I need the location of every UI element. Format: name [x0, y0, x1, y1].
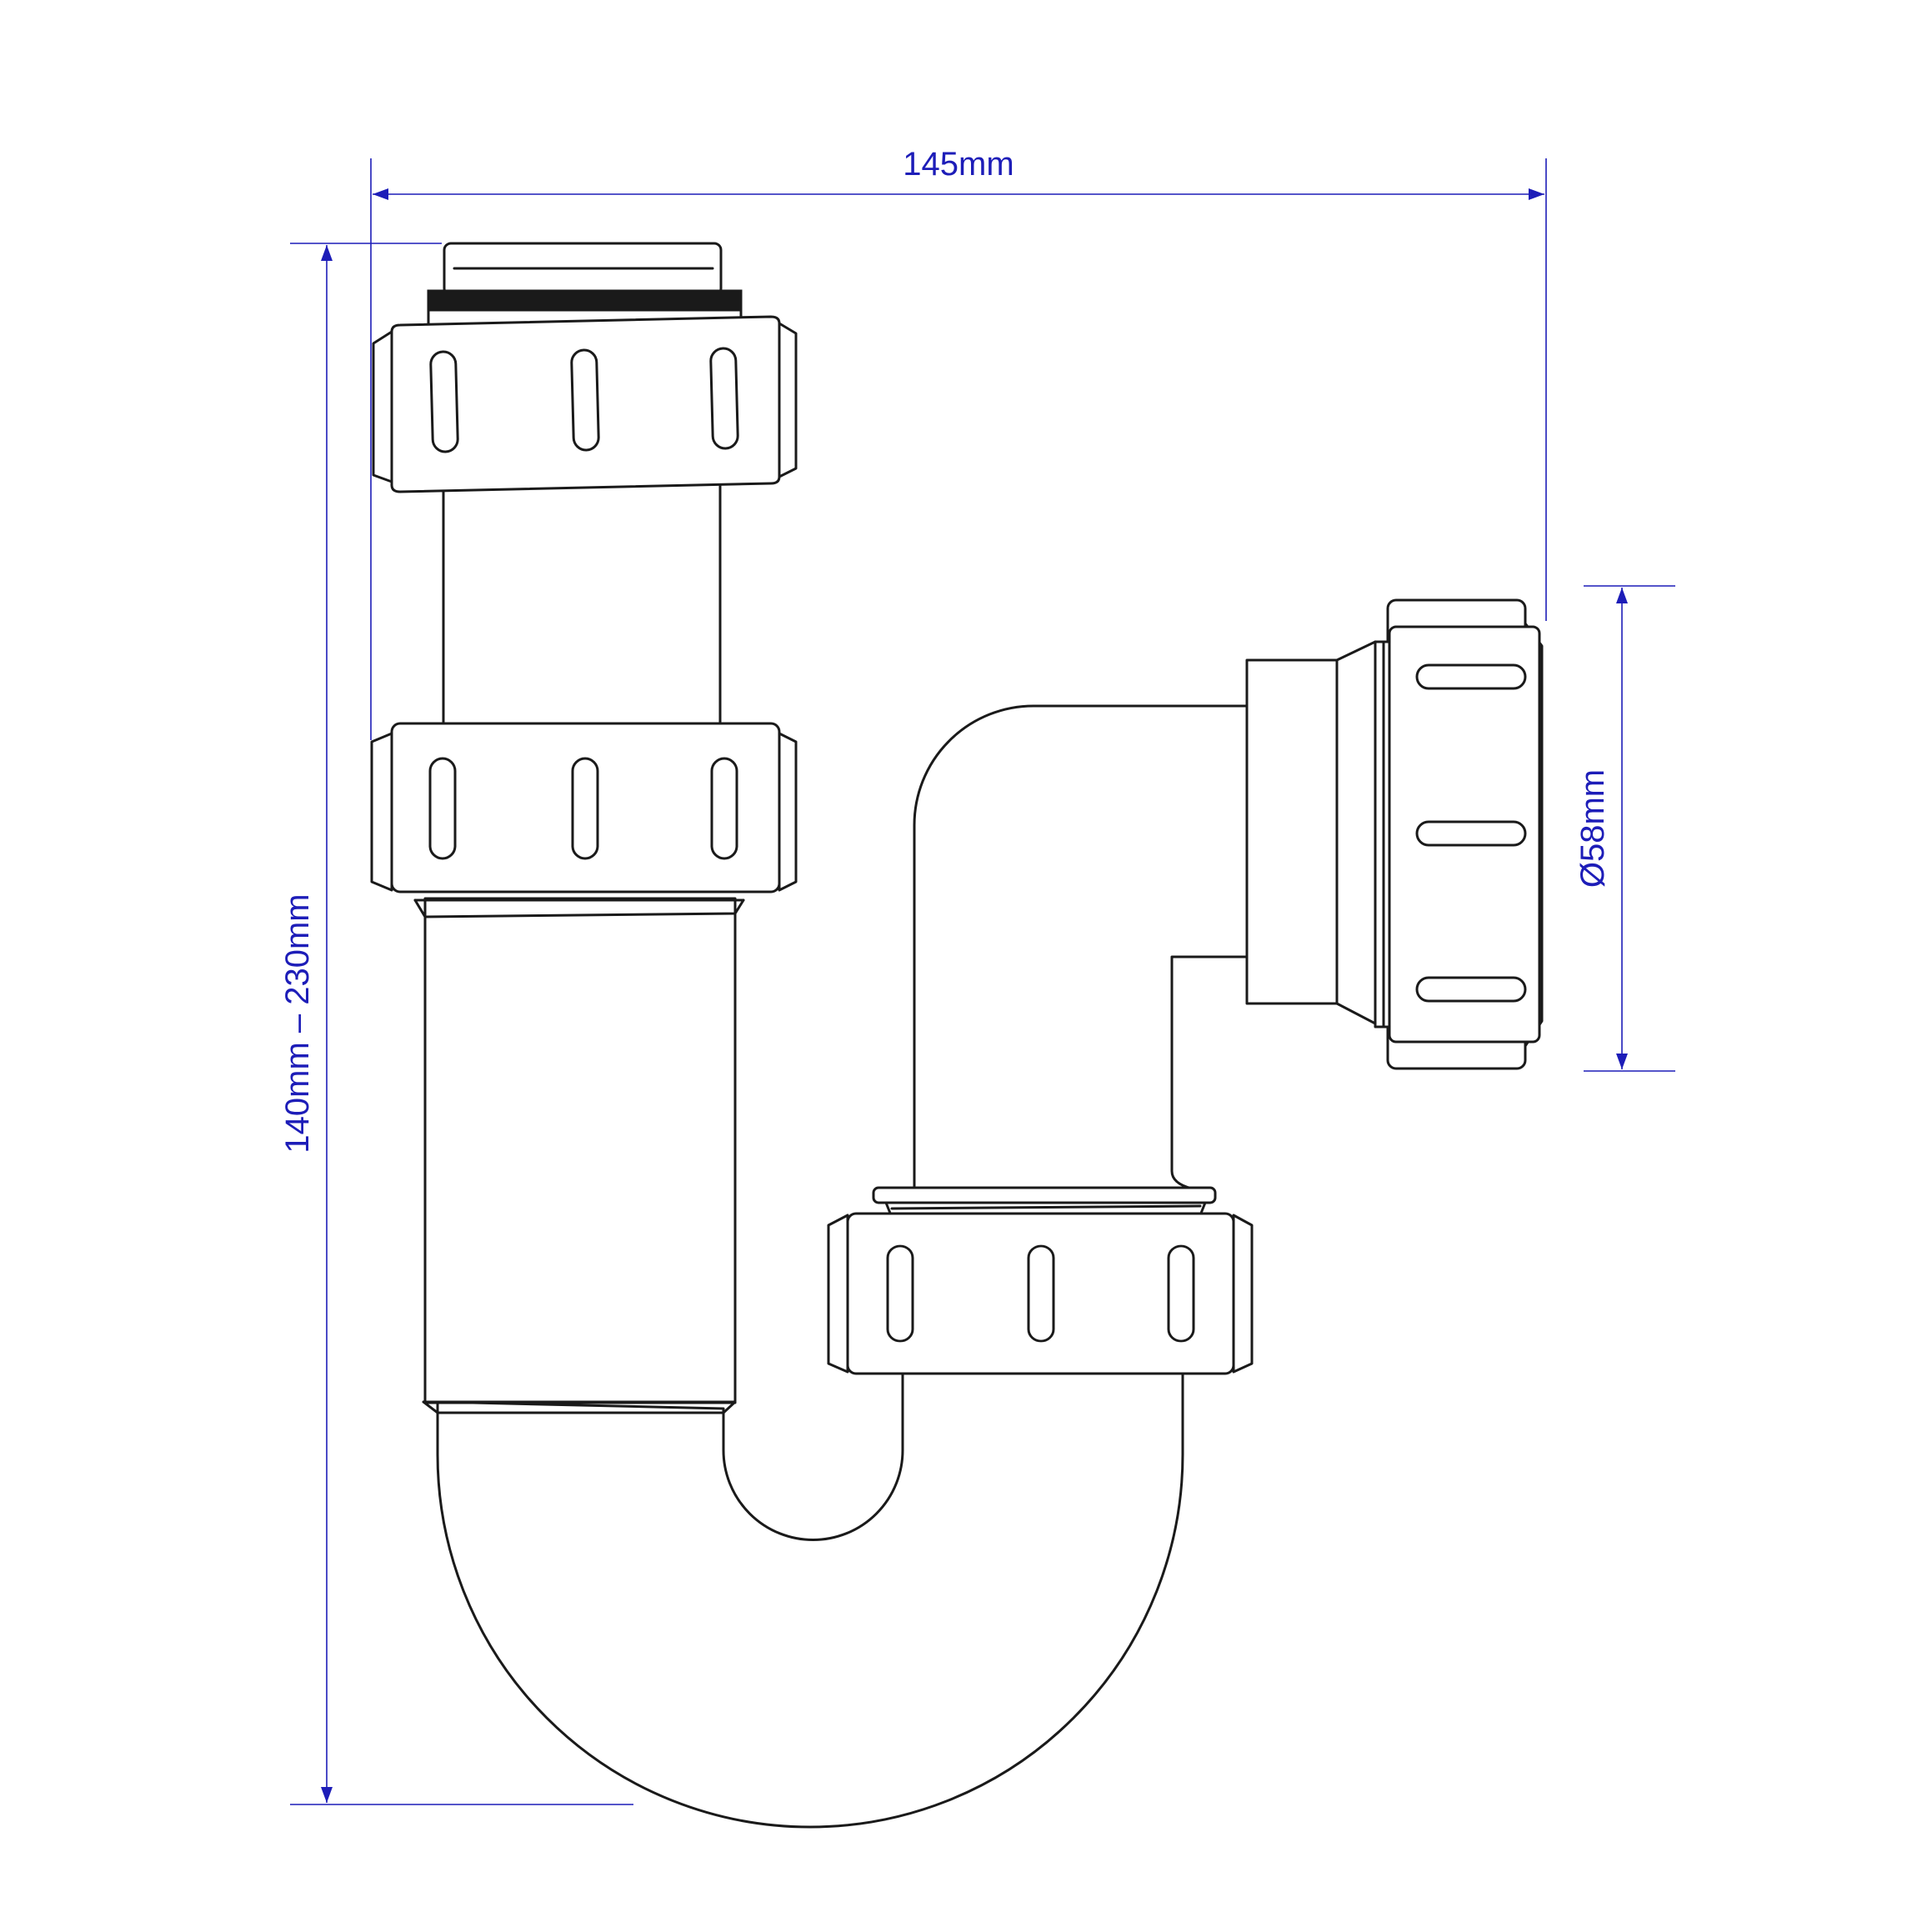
- width-label: 145mm: [903, 146, 1014, 183]
- inlet-pipe-lower: [413, 897, 745, 1414]
- riser-washer: [872, 1186, 1217, 1217]
- inlet-pipe-upper: [442, 482, 722, 727]
- height-label: 140mm – 230mm: [279, 893, 316, 1153]
- u-bend: [436, 1365, 1184, 1829]
- outlet-diameter-dimension: Ø58mm: [1574, 585, 1675, 1072]
- width-dimension: 145mm: [370, 146, 1547, 740]
- height-dimension: 140mm – 230mm: [279, 243, 633, 1805]
- outlet-diameter-label: Ø58mm: [1574, 769, 1611, 888]
- middle-compression-nut: [370, 722, 798, 893]
- outlet-compression-nut: [1374, 598, 1544, 1070]
- top-compression-nut: [372, 315, 798, 493]
- bottom-compression-nut: [827, 1212, 1254, 1375]
- outlet-spigot: [1245, 640, 1377, 1025]
- outlet-riser: [896, 704, 1249, 1190]
